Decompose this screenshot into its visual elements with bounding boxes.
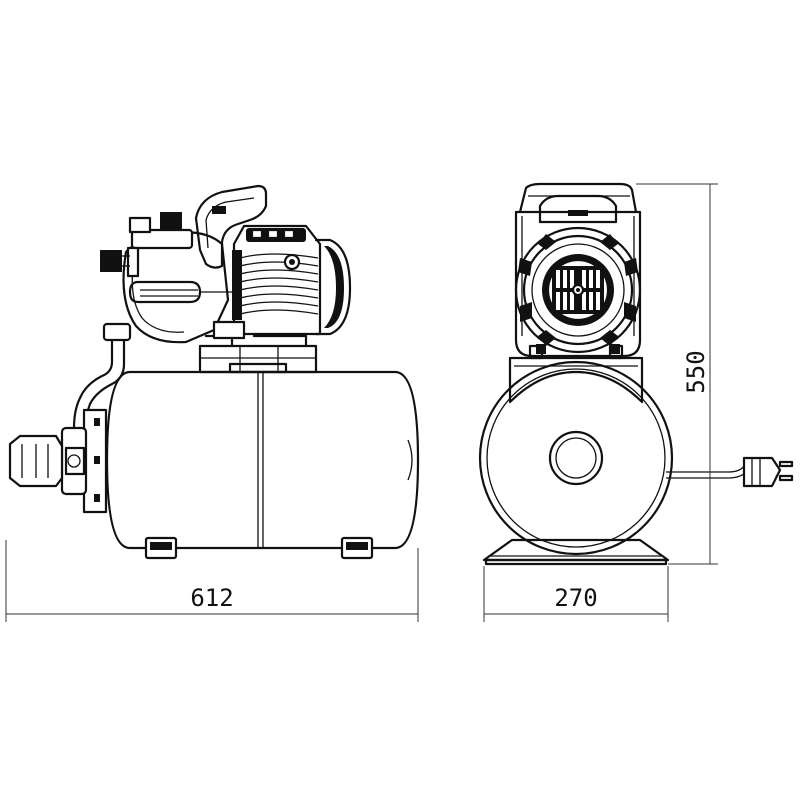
dimension-width-label: 270: [554, 584, 597, 612]
front-view: [478, 182, 794, 566]
front-motor: [514, 182, 642, 358]
dimension-height-label: 550: [682, 350, 710, 393]
side-pump-housing: [100, 212, 236, 344]
front-base: [482, 538, 670, 566]
side-motor: [212, 224, 352, 340]
dimension-lines: [5, 183, 718, 622]
side-saddle: [198, 334, 318, 374]
side-handle: [194, 184, 268, 269]
side-tank: [105, 370, 420, 560]
dimension-length-label: 612: [190, 584, 233, 612]
front-power-cord: [666, 456, 794, 488]
side-hose: [72, 322, 132, 430]
front-tank: [478, 360, 674, 556]
side-view: [8, 184, 420, 560]
side-flange: [8, 408, 108, 514]
